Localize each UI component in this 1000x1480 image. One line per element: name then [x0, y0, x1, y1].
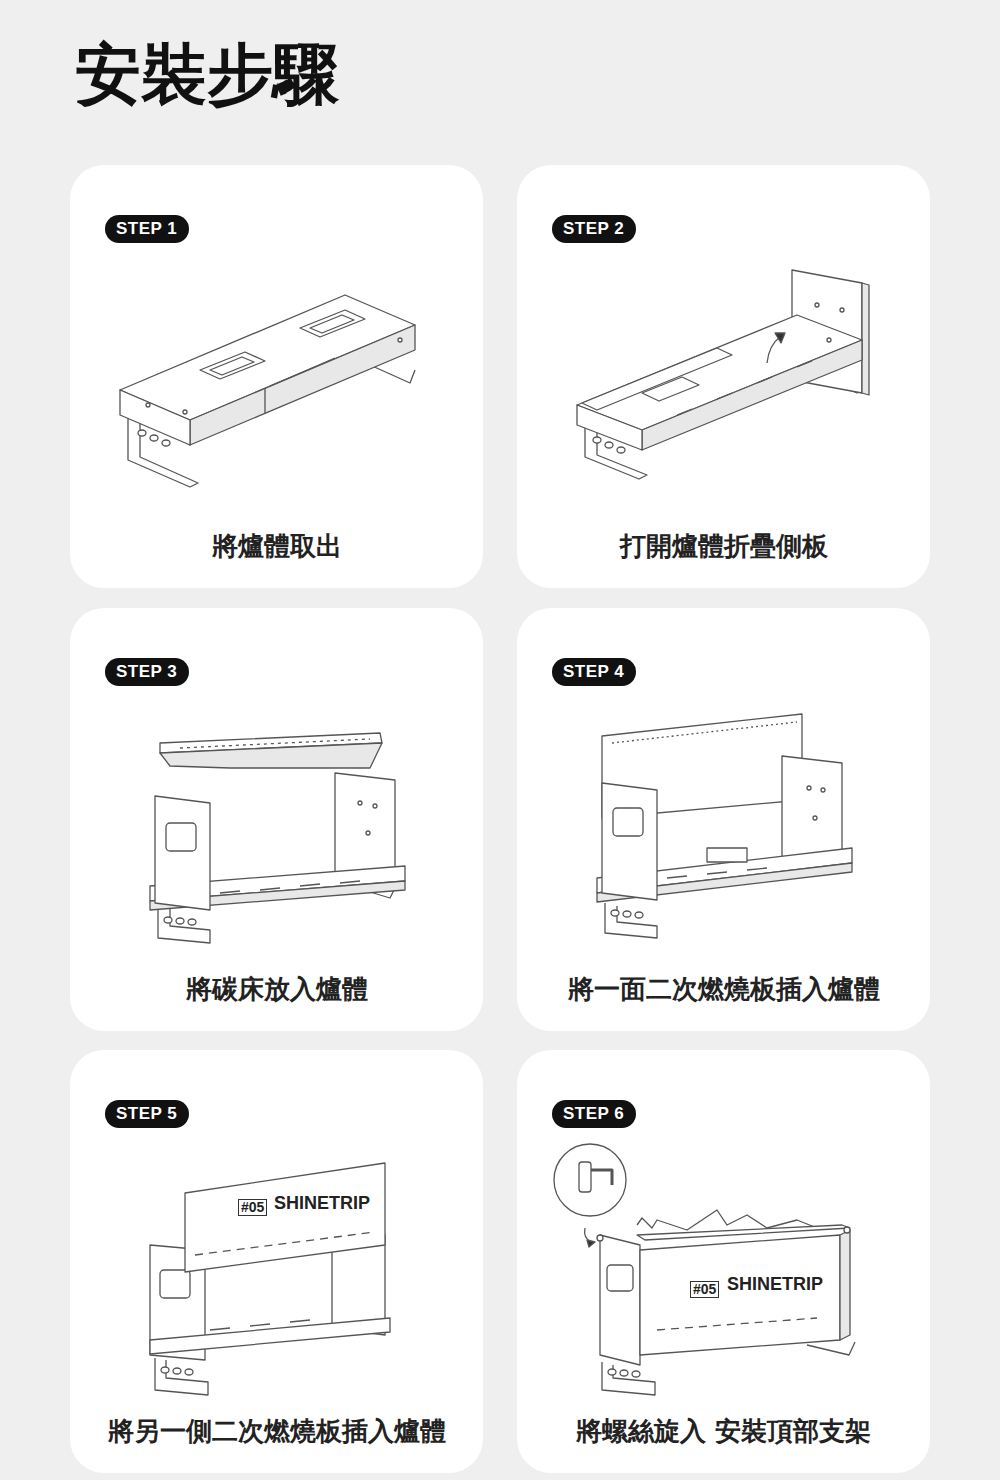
- step-number: STEP 2: [563, 219, 624, 238]
- step-card: 將螺絲旋入 安裝頂部支架 STEP 6: [517, 1050, 930, 1473]
- step-card: 將另一側二次燃燒板插入爐體 STEP 5: [70, 1050, 483, 1473]
- step-card: 將碳床放入爐體 STEP 3: [70, 608, 483, 1031]
- step-badge: STEP 2: [552, 215, 636, 243]
- step-caption: 將螺絲旋入 安裝頂部支架: [527, 1414, 920, 1449]
- step-number: STEP 5: [116, 1104, 177, 1123]
- step-card: 打開爐體折疊側板 STEP 2: [517, 165, 930, 588]
- step-number: STEP 1: [116, 219, 177, 238]
- step-card: 將爐體取出 STEP 1: [70, 165, 483, 588]
- step-badge: STEP 6: [552, 1100, 636, 1128]
- page-title: 安裝步驟: [75, 30, 339, 120]
- brand-name: SHINETRIP: [727, 1275, 823, 1295]
- step-caption: 將碳床放入爐體: [80, 972, 473, 1007]
- step-caption: 打開爐體折疊側板: [527, 529, 920, 564]
- step-caption: 將爐體取出: [80, 529, 473, 564]
- step-badge: STEP 1: [105, 215, 189, 243]
- step-caption: 將另一側二次燃燒板插入爐體: [80, 1414, 473, 1449]
- step-caption: 將一面二次燃燒板插入爐體: [527, 972, 920, 1007]
- step-badge: STEP 3: [105, 658, 189, 686]
- step-card: 將一面二次燃燒板插入爐體 STEP 4: [517, 608, 930, 1031]
- model-number: #05: [690, 1281, 719, 1298]
- step-badge: STEP 5: [105, 1100, 189, 1128]
- step-number: STEP 4: [563, 662, 624, 681]
- step-badge: STEP 4: [552, 658, 636, 686]
- step-number: STEP 3: [116, 662, 177, 681]
- model-number: #05: [238, 1199, 267, 1216]
- brand-name: SHINETRIP: [274, 1194, 370, 1214]
- step-number: STEP 6: [563, 1104, 624, 1123]
